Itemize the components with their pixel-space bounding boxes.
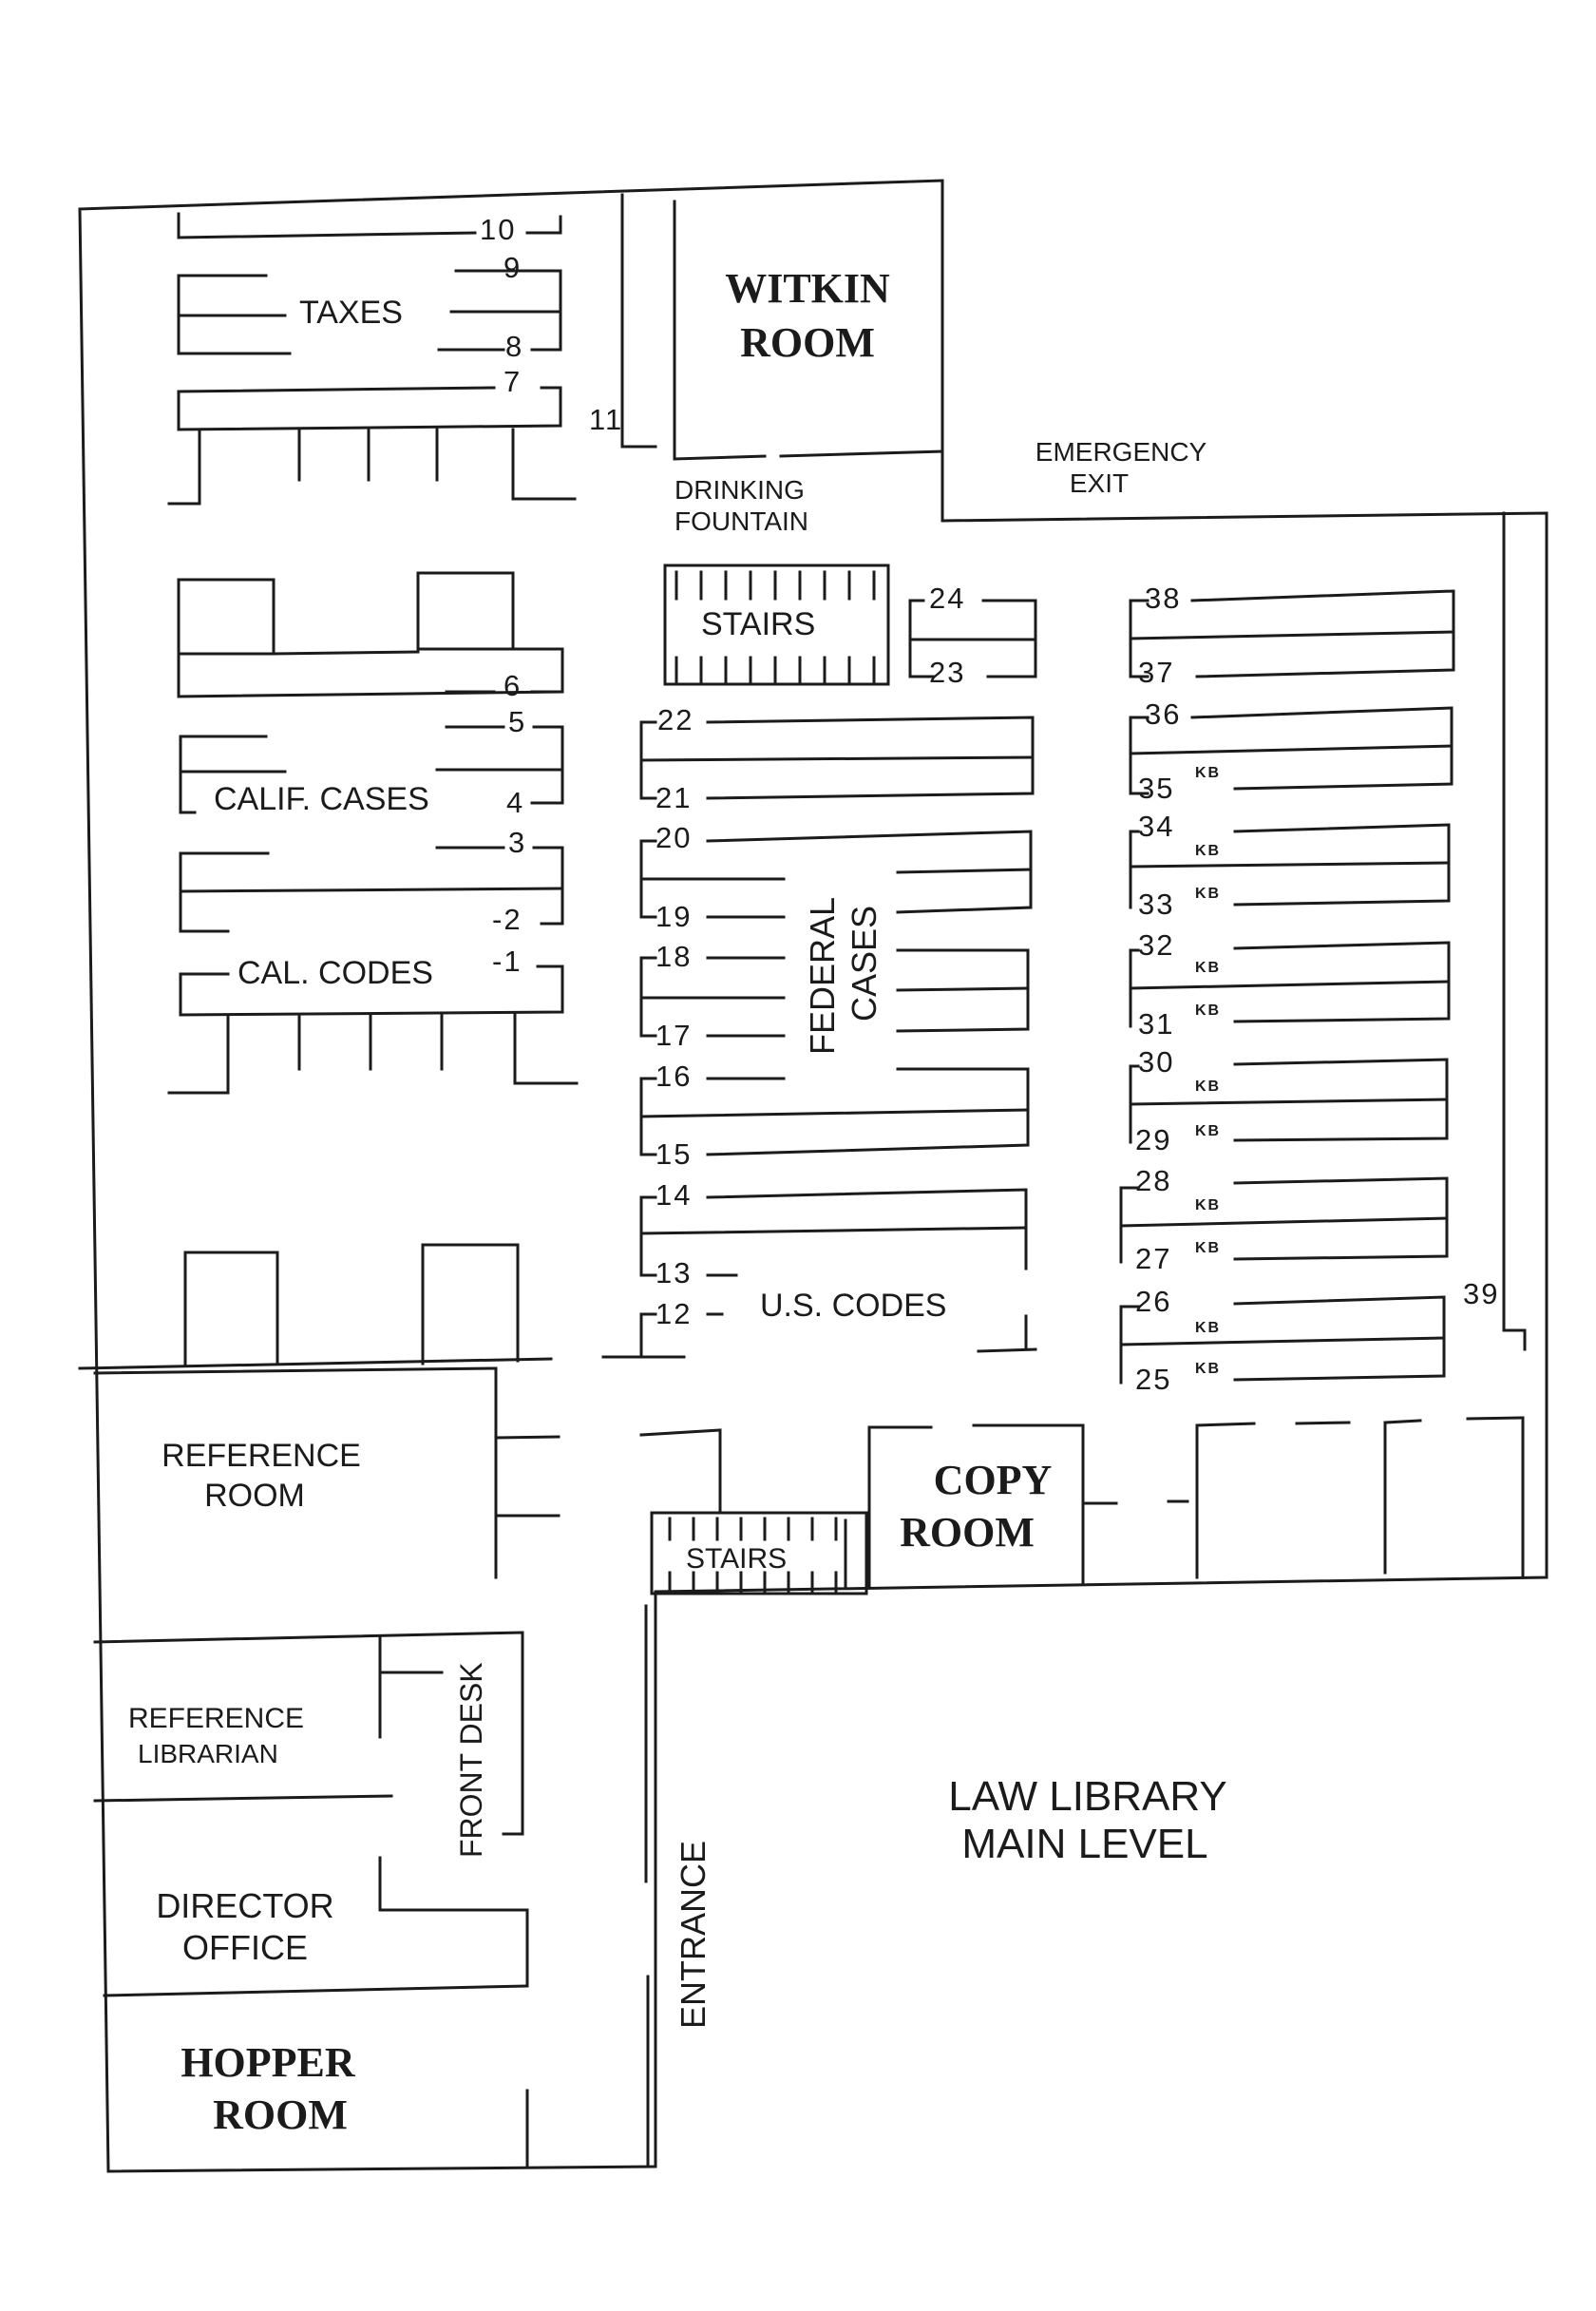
emergency-exit-label-1: EMERGENCY [1036,437,1207,467]
shelf-number-17: 17 [656,1019,692,1052]
kb-tag-26: KB [1195,1320,1221,1336]
shelf-number-25: 25 [1135,1363,1171,1396]
shelf-number-34: 34 [1138,810,1174,843]
shelf-number-39: 39 [1463,1277,1499,1310]
kb-tag-31: KB [1195,1003,1221,1019]
kb-tag-25: KB [1195,1361,1221,1377]
witkin-room-label-2: ROOM [740,319,875,366]
shelf-number-27: 27 [1135,1242,1171,1275]
cal-codes-label: CAL. CODES [238,955,433,991]
kb-tag-32: KB [1195,960,1221,976]
hopper-room-label-2: ROOM [213,2091,348,2138]
shelf-number-31: 31 [1138,1007,1174,1041]
shelf-numbers: 10 9 8 7 11 6 5 4 3 -2 -1 24 23 22 21 20… [480,213,1499,1396]
drinking-fountain-label-1: DRINKING [674,475,805,505]
shelf-number-10: 10 [480,213,516,246]
east-shelves [1119,511,1527,1385]
map-title-line-1: LAW LIBRARY [948,1773,1226,1820]
shelf-number-36: 36 [1145,697,1181,731]
emergency-exit-label-2: EXIT [1070,468,1129,498]
shelf-number-20: 20 [656,821,692,854]
shelf-number-19: 19 [656,900,692,933]
us-codes-label: U.S. CODES [760,1288,946,1324]
reference-room-label-1: REFERENCE [162,1438,361,1474]
drinking-fountain-label-2: FOUNTAIN [674,506,808,536]
shelf-number-15: 15 [656,1137,692,1171]
entrance-label: ENTRANCE [674,1841,712,2029]
kb-tag-27: KB [1195,1240,1221,1256]
lower-rooms [93,1366,1525,2168]
shelf-number-32: 32 [1138,928,1174,962]
reference-room-label-2: ROOM [204,1478,305,1514]
shelf-number-23: 23 [929,656,965,689]
labels: WITKIN ROOM EMERGENCY EXIT DRINKING FOUN… [128,265,1227,2138]
federal-cases-label-1: FEDERAL [803,897,842,1055]
kb-tag-29: KB [1195,1123,1221,1139]
federal-cases-label-2: CASES [845,906,884,1022]
shelf-number-7: 7 [504,365,522,398]
kb-tag-33: KB [1195,886,1221,902]
shelf-number-4: 4 [506,786,524,819]
shelf-number-6: 6 [504,669,522,702]
map-title-line-2: MAIN LEVEL [961,1821,1207,1867]
calif-shelves [78,571,579,1370]
shelf-number-28: 28 [1135,1164,1171,1197]
shelf-number-26: 26 [1135,1285,1171,1318]
shelf-number-8: 8 [505,330,523,363]
shelf-number-22: 22 [657,703,694,736]
kb-tags: KB KB KB KB KB KB KB KB KB KB KB [1195,765,1221,1377]
copy-room-label-2: ROOM [900,1509,1035,1556]
director-office-label-2: OFFICE [182,1928,308,1967]
shelf-number-11: 11 [589,403,623,436]
shelf-number-18: 18 [656,940,692,973]
shelf-number-33: 33 [1138,888,1174,921]
shelf-number-13: 13 [656,1256,692,1289]
shelf-number-37: 37 [1138,656,1174,689]
reference-librarian-label-2: LIBRARIAN [138,1739,278,1768]
front-desk-label: FRONT DESK [454,1662,488,1858]
center-shelves [601,599,1037,1359]
taxes-label: TAXES [299,295,403,331]
shelf-number-12: 12 [656,1297,692,1330]
shelf-number-9: 9 [504,251,522,284]
kb-tag-34: KB [1195,843,1221,859]
shelf-number-5: 5 [508,705,526,738]
taxes-shelves [167,212,577,506]
shelf-number-30: 30 [1138,1045,1174,1079]
kb-tag-28: KB [1195,1197,1221,1213]
shelf-number-21: 21 [656,781,692,814]
hopper-room-label-1: HOPPER [180,2039,356,2086]
shelf-number-24: 24 [929,582,965,615]
stairs-upper-label: STAIRS [701,606,815,642]
outer-walls [78,179,1548,2173]
shelf-number-1: -1 [492,945,522,978]
shelf-number-14: 14 [656,1178,692,1212]
shelf-number-2: -2 [492,903,522,936]
upper-stairs [663,563,890,686]
director-office-label-1: DIRECTOR [156,1886,333,1925]
shelf-number-29: 29 [1135,1123,1171,1156]
reference-librarian-label-1: REFERENCE [128,1703,304,1734]
shelf-number-35: 35 [1138,772,1174,805]
copy-room-label-1: COPY [934,1457,1053,1503]
shelf-number-3: 3 [508,826,526,859]
witkin-room-label-1: WITKIN [725,265,890,312]
stairs-lower-label: STAIRS [686,1543,787,1575]
calif-cases-label: CALIF. CASES [214,781,429,817]
kb-tag-30: KB [1195,1079,1221,1095]
shelf-number-16: 16 [656,1060,692,1093]
shelf-number-38: 38 [1145,582,1181,615]
kb-tag-35: KB [1195,765,1221,781]
